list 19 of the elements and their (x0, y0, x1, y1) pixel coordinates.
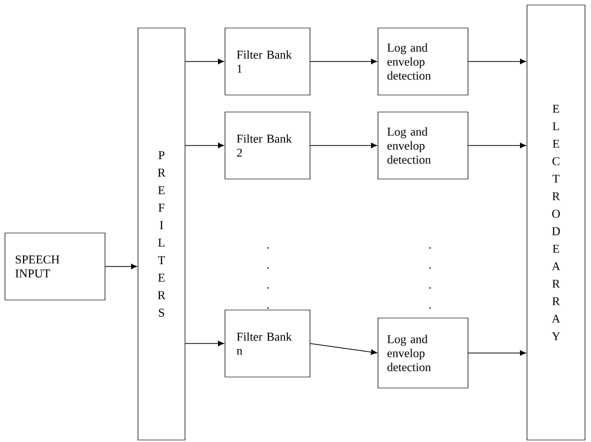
filter-box: Filter Bank 2 (224, 112, 310, 180)
arrow (184, 142, 224, 148)
filter-box: Filter Bank 1 (224, 28, 310, 96)
detection-box: Log and envelop detection (378, 318, 468, 388)
arrow (468, 142, 526, 148)
filter-box: Filter Bank n (224, 310, 310, 378)
prefilter-box: P R E F I L T E R S (138, 28, 186, 440)
arrow (184, 340, 224, 346)
arrow (310, 142, 377, 148)
arrow (468, 58, 526, 64)
detection-box: Log and envelop detection (378, 112, 468, 180)
arrow (310, 343, 377, 355)
arrow (310, 58, 377, 64)
input-box: SPEECH INPUT (4, 232, 106, 300)
detection-box: Log and envelop detection (378, 28, 468, 96)
electrode-box: E L E C T R O D E A R R A Y (526, 4, 586, 440)
arrow (468, 350, 526, 356)
arrow (184, 58, 224, 64)
arrow (104, 264, 137, 270)
